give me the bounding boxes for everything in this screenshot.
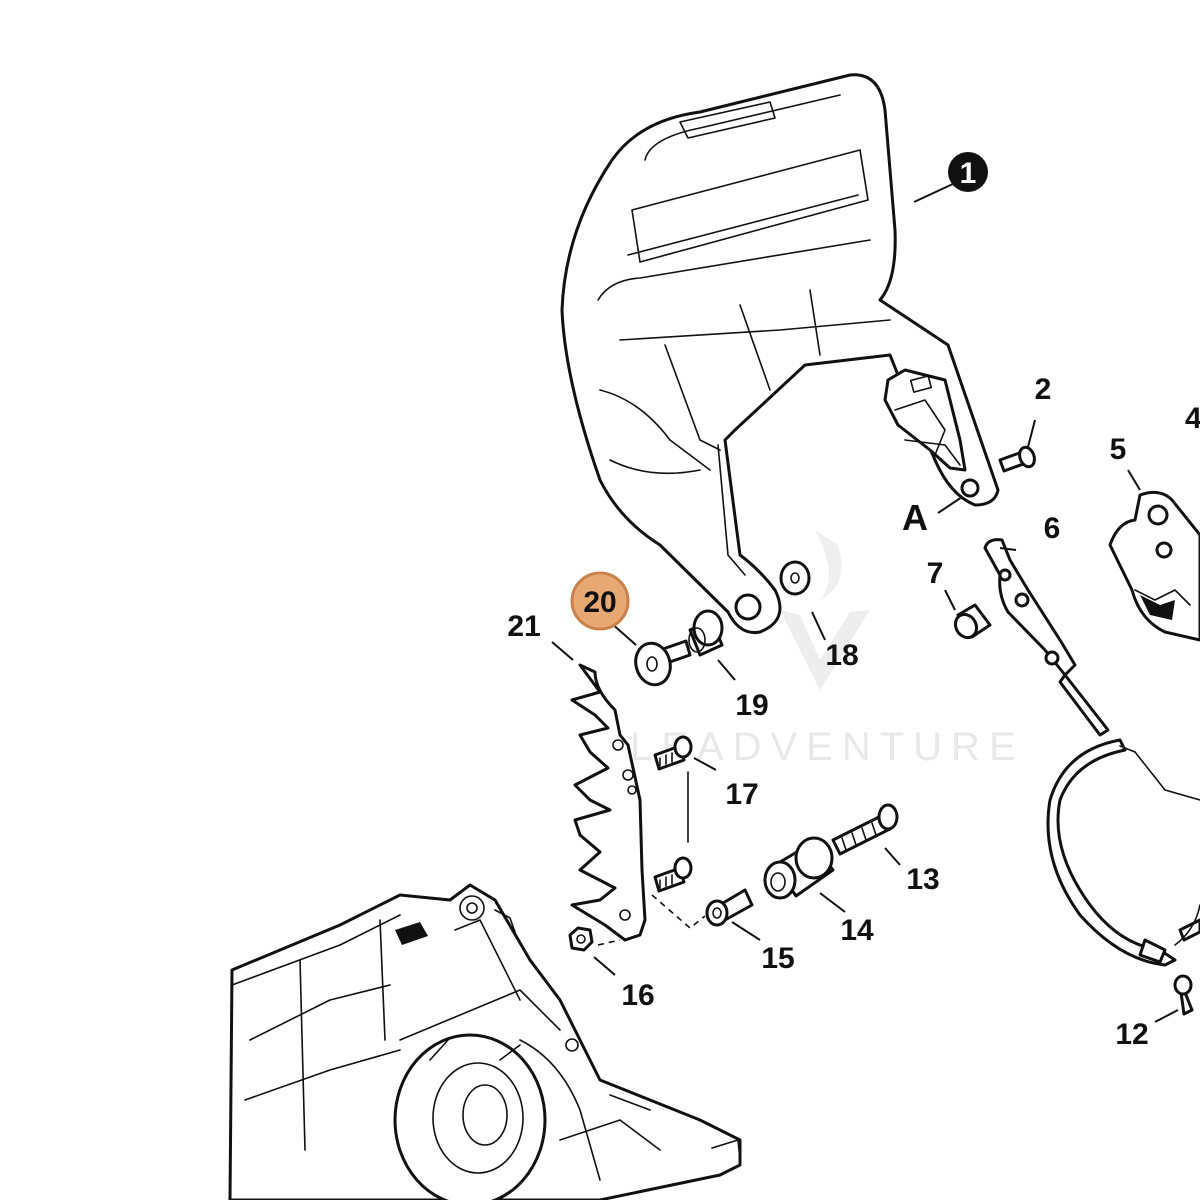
leader-lines: [551, 182, 1179, 1023]
callout-labels: 2 4 5 6 7 18 19 21 17 13 14 15 16 12 A: [507, 373, 1200, 1051]
part-17-screws[interactable]: [653, 735, 693, 893]
part-1-hand-guard[interactable]: [560, 73, 1000, 635]
part-18-washer[interactable]: [779, 560, 811, 596]
part-20-shoulder-screw[interactable]: [631, 639, 692, 688]
callout-19[interactable]: 19: [735, 689, 768, 722]
callout-17[interactable]: 17: [725, 778, 758, 811]
svg-text:20: 20: [583, 586, 616, 619]
brake-band[interactable]: [1046, 738, 1200, 967]
callout-16[interactable]: 16: [621, 979, 654, 1012]
section-marker-a: A: [902, 497, 928, 538]
callout-4[interactable]: 4: [1185, 402, 1200, 435]
callout-18[interactable]: 18: [825, 639, 858, 672]
callout-7[interactable]: 7: [927, 557, 944, 590]
part-6-lever[interactable]: [983, 538, 1110, 737]
callout-21[interactable]: 21: [507, 610, 540, 643]
callout-6[interactable]: 6: [1044, 512, 1061, 545]
callout-14[interactable]: 14: [840, 914, 874, 947]
part-16-nut[interactable]: [568, 926, 594, 952]
callout-20-highlight[interactable]: 20: [570, 571, 630, 631]
part-14-av-buffer[interactable]: [763, 836, 835, 900]
assembly-lines: [597, 894, 706, 946]
part-15-sleeve[interactable]: [705, 888, 754, 927]
svg-text:1: 1: [960, 157, 977, 190]
callout-2[interactable]: 2: [1035, 373, 1052, 406]
part-5-bracket[interactable]: [1108, 490, 1200, 642]
callout-15[interactable]: 15: [761, 942, 794, 975]
part-21-spiked-bumper[interactable]: [570, 663, 647, 942]
housing[interactable]: [228, 883, 742, 1200]
watermark: LEADVENTURE: [630, 530, 1025, 769]
part-19-sleeve[interactable]: [688, 609, 724, 657]
part-7-bushing[interactable]: [951, 603, 992, 641]
part-2-screw[interactable]: [998, 445, 1037, 473]
callout-13[interactable]: 13: [906, 863, 939, 896]
part-13-screw[interactable]: [831, 803, 899, 856]
callout-5[interactable]: 5: [1110, 433, 1127, 466]
callout-1[interactable]: 1: [948, 152, 988, 192]
callout-12[interactable]: 12: [1115, 1018, 1148, 1051]
watermark-text: LEADVENTURE: [630, 725, 1025, 769]
